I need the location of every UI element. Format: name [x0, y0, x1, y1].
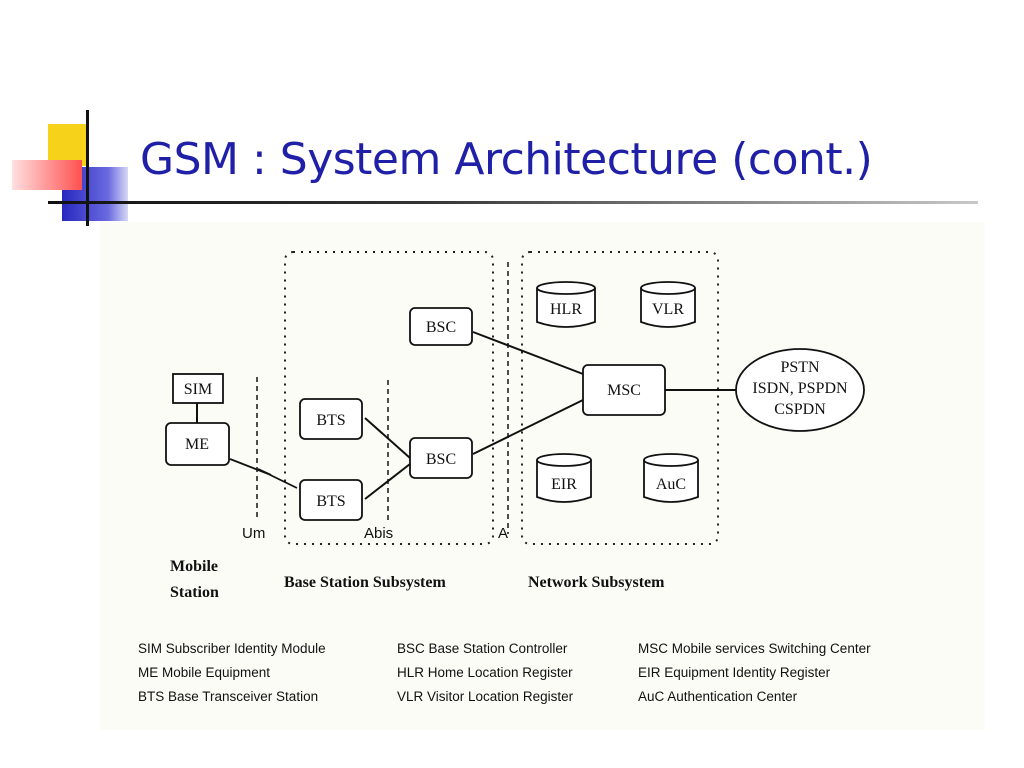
diagram-svg: SIM ME BTS BTS BSC BSC MSC HLR VLR EIR A… — [138, 251, 871, 704]
msc-node — [582, 364, 666, 416]
title-underline — [48, 201, 978, 204]
link-bsc2-msc — [472, 399, 584, 455]
mobile-station-caption-line1: Mobile — [170, 558, 218, 575]
hlr-database: HLR — [536, 281, 596, 328]
legend-bsc: BSC Base Station Controller — [397, 641, 568, 656]
legend: SIM Subscriber Identity Module BSC Base … — [138, 641, 871, 704]
external-networks-node — [735, 348, 865, 432]
legend-hlr: HLR Home Location Register — [397, 665, 573, 680]
auc-database: AuC — [643, 453, 699, 503]
a-label: A — [498, 525, 508, 542]
legend-msc: MSC Mobile services Switching Center — [638, 641, 871, 656]
me-label: ME — [185, 436, 209, 453]
vlr-label: VLR — [652, 301, 684, 318]
corner-vertical-line — [86, 110, 89, 226]
legend-auc: AuC Authentication Center — [638, 689, 798, 704]
networks-line3: CSPDN — [774, 401, 826, 418]
corner-red-bar — [12, 160, 82, 190]
legend-bts: BTS Base Transceiver Station — [138, 689, 318, 704]
bsc1-node — [409, 307, 473, 346]
radio-link-me-bts — [229, 458, 298, 489]
hlr-label: HLR — [550, 301, 582, 318]
legend-eir: EIR Equipment Identity Register — [638, 665, 831, 680]
corner-yellow-square — [48, 124, 88, 166]
sim-node — [172, 373, 224, 404]
bsc2-label: BSC — [426, 451, 456, 468]
msc-label: MSC — [607, 382, 641, 399]
mobile-station-caption-line2: Station — [170, 584, 219, 601]
eir-database: EIR — [536, 453, 592, 503]
vlr-database: VLR — [640, 281, 696, 328]
bts1-label: BTS — [316, 412, 345, 429]
legend-sim: SIM Subscriber Identity Module — [138, 641, 326, 656]
sim-label: SIM — [184, 381, 212, 398]
um-label: Um — [242, 525, 265, 542]
abis-label: Abis — [364, 525, 393, 542]
nss-caption: Network Subsystem — [528, 574, 665, 591]
link-bts1-bsc2 — [364, 417, 411, 459]
bts2-label: BTS — [316, 493, 345, 510]
nss-boundary — [521, 251, 719, 545]
networks-line2: ISDN, PSPDN — [752, 380, 848, 397]
link-bts2-bsc2 — [364, 463, 411, 500]
auc-label: AuC — [656, 476, 686, 493]
bts1-node — [299, 398, 363, 440]
link-bsc1-msc — [472, 331, 584, 375]
networks-line1: PSTN — [780, 359, 820, 376]
gsm-architecture-diagram: SIM ME BTS BTS BSC BSC MSC HLR VLR EIR A… — [100, 222, 985, 730]
bsc1-label: BSC — [426, 319, 456, 336]
slide-title: GSM : System Architecture (cont.) — [140, 134, 873, 185]
bts2-node — [299, 479, 363, 521]
legend-vlr: VLR Visitor Location Register — [397, 689, 574, 704]
eir-label: EIR — [551, 476, 577, 493]
legend-me: ME Mobile Equipment — [138, 665, 270, 680]
bss-boundary — [284, 251, 494, 545]
bss-caption: Base Station Subsystem — [284, 574, 446, 591]
me-node — [165, 422, 230, 466]
bsc2-node — [409, 437, 473, 479]
